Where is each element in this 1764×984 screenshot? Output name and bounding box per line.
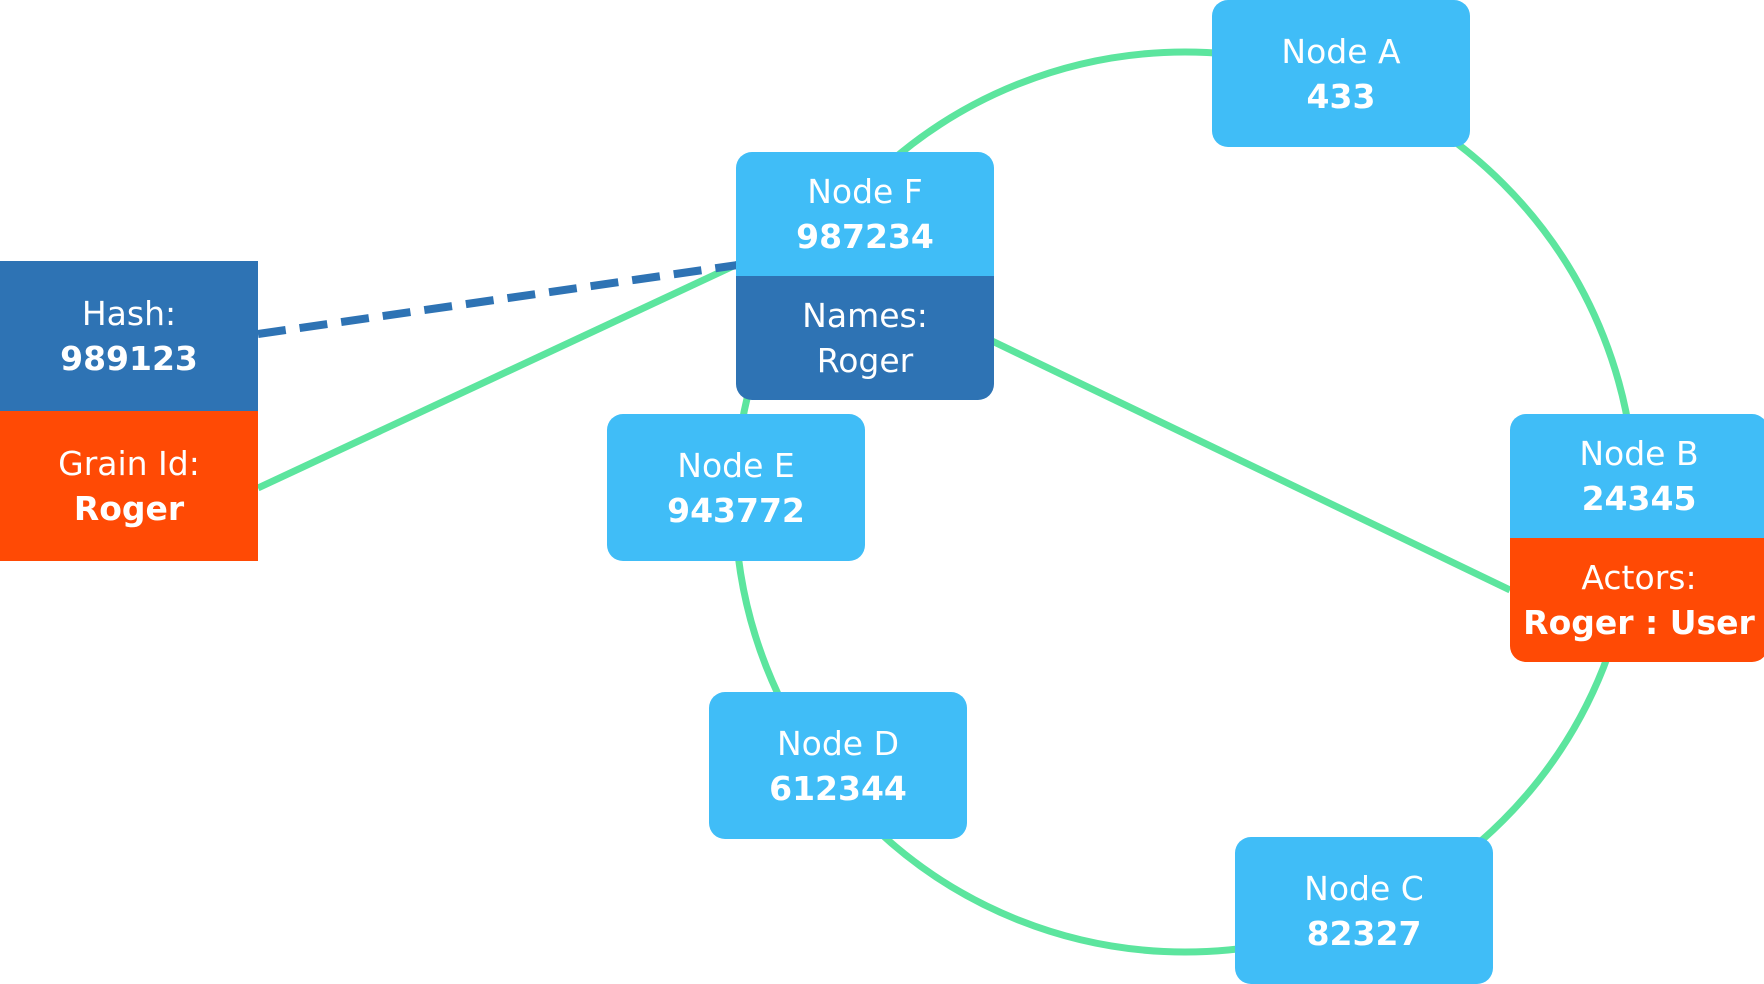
grain-id-box: Grain Id: Roger [0, 411, 258, 561]
node-b-actors-panel: Actors: Roger : User [1510, 538, 1764, 662]
node-b-name: Node B [1579, 434, 1699, 473]
hash-lookup-link [257, 261, 739, 338]
node-f-names-panel: Names: Roger [736, 276, 994, 400]
node-b-actors-label: Actors: [1581, 558, 1697, 597]
hash-value: 989123 [60, 339, 198, 378]
node-f: Node F 987234 [736, 152, 994, 276]
node-b-hash: 24345 [1581, 479, 1697, 518]
grain-id-value: Roger [73, 489, 185, 528]
node-c-hash: 82327 [1306, 913, 1422, 953]
grain-id-label: Grain Id: [58, 444, 200, 483]
node-f-name: Node F [807, 172, 923, 211]
hash-label: Hash: [81, 294, 177, 333]
grain-to-node-f-link [256, 258, 744, 492]
node-a: Node A 433 [1212, 0, 1470, 147]
node-c-name: Node C [1304, 868, 1424, 908]
node-e: Node E 943772 [607, 414, 865, 561]
node-c: Node C 82327 [1235, 837, 1493, 984]
node-b-actors-value: Roger : User [1523, 603, 1755, 642]
node-f-names-label: Names: [802, 296, 928, 335]
node-a-hash: 433 [1306, 76, 1376, 116]
node-e-hash: 943772 [667, 490, 805, 530]
node-d-name: Node D [776, 723, 900, 763]
node-f-to-node-b-link [988, 336, 1512, 594]
node-e-name: Node E [677, 445, 795, 485]
node-a-name: Node A [1281, 31, 1401, 71]
hash-box: Hash: 989123 [0, 261, 258, 411]
node-b: Node B 24345 [1510, 414, 1764, 538]
node-d-hash: 612344 [769, 768, 907, 808]
node-f-names-value: Roger [816, 341, 914, 380]
node-d: Node D 612344 [709, 692, 967, 839]
node-f-hash: 987234 [796, 217, 934, 256]
